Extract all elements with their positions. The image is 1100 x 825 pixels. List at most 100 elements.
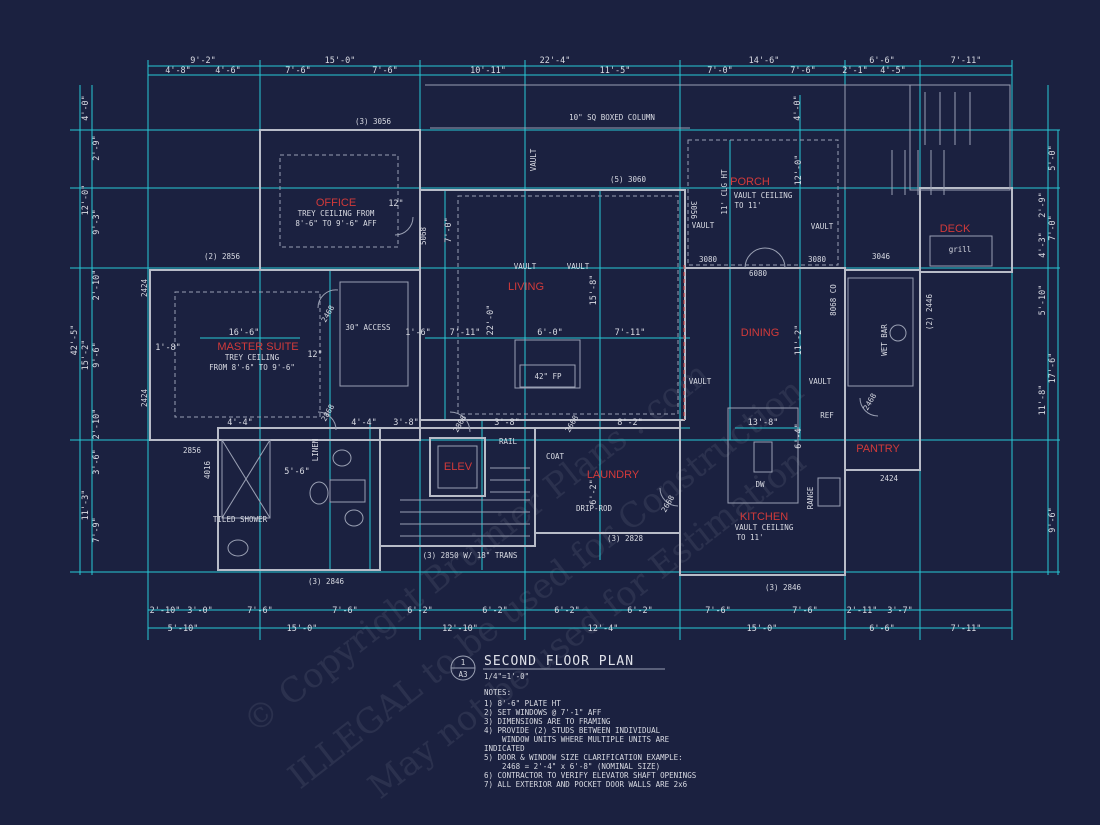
note-line: WINDOW UNITS WHERE MULTIPLE UNITS ARE (484, 735, 670, 744)
dim-interior: 5'-6" (284, 467, 310, 477)
dim-interior: 7'-0" (444, 217, 454, 243)
dim-interior: 16'-6" (229, 328, 260, 338)
sink (753, 441, 773, 473)
window-tag: (2) 2446 (925, 293, 934, 330)
office-note-line2: 8'-6" TO 9'-6" AFF (295, 219, 377, 228)
dim-bottom-1: 2'-11" (847, 606, 878, 616)
dim-right: 5'-10" (1038, 285, 1048, 316)
window-tag: (2) 2856 (204, 252, 241, 261)
dim-top-1: 22'-4" (540, 56, 571, 66)
dim-top-2: 7'-6" (790, 66, 816, 76)
dim-interior: 7'-11" (615, 328, 646, 338)
window-tag: 3056 (689, 201, 698, 220)
dim-top-2: 4'-6" (215, 66, 241, 76)
boxed-column-note: 10" SQ BOXED COLUMN (569, 113, 655, 122)
wet-bar-counter (847, 277, 914, 387)
window-tag: 2868 (451, 413, 468, 434)
access-note: 30" ACCESS (345, 323, 391, 332)
dim-left: 11'-3" (81, 490, 91, 521)
plan-title: SECOND FLOOR PLAN (484, 654, 634, 669)
dim-interior: 8'-2" (617, 418, 643, 428)
dim-interior: 15'-8" (589, 275, 599, 306)
dim-left: 12'-0" (81, 185, 91, 216)
note-line: 4) PROVIDE (2) STUDS BETWEEN INDIVIDUAL (484, 726, 661, 735)
sheet-page: A3 (458, 670, 467, 679)
room-label-dining: DINING (741, 327, 780, 339)
dim-bottom-1: 7'-6" (332, 606, 358, 616)
vault-note: VAULT (692, 221, 715, 230)
dim-bottom-2: 5'-10" (168, 624, 199, 634)
dim-left: 2'-10" (92, 409, 102, 440)
office-note-line1: TREY CEILING FROM (298, 209, 375, 218)
master-note-line1: TREY CEILING (225, 353, 280, 362)
dim-top-1: 6'-6" (869, 56, 895, 66)
dim-top-2: 4'-8" (165, 66, 191, 76)
exterior-stair (909, 84, 1011, 191)
porch-note-line2: TO 11' (734, 201, 761, 210)
dim-interior: 11'-2" (794, 325, 804, 356)
window-tag: 2424 (140, 278, 149, 297)
dimension-text-top: 9'-2" 15'-0" 22'-4" 14'-6" 6'-6" 7'-11" … (165, 56, 981, 76)
dim-bottom-1: 6'-2" (627, 606, 653, 616)
vault-note: VAULT (811, 222, 834, 231)
note-line: 2468 = 2'-4" x 6'-8" (NOMINAL SIZE) (484, 762, 660, 771)
window-tag: 3080 (699, 255, 718, 264)
room-label-pantry: PANTRY (856, 443, 900, 455)
dimension-text-bottom: 2'-10" 3'-0" 7'-6" 7'-6" 6'-2" 6'-2" 6'-… (150, 606, 982, 634)
window-tag: 5068 (419, 226, 428, 245)
window-tag: (3) 2828 (607, 534, 644, 543)
master-suite-walls (149, 269, 421, 441)
dim-bottom-1: 6'-2" (407, 606, 433, 616)
dim-top-2: 7'-0" (707, 66, 733, 76)
dim-interior: 13'-8" (748, 418, 779, 428)
window-tag: (5) 3060 (610, 175, 647, 184)
dim-bottom-2: 15'-0" (287, 624, 318, 634)
pantry-walls (844, 269, 921, 471)
wet-bar-note: WET BAR (880, 324, 889, 356)
co-note: 8068 CO (829, 284, 838, 316)
dim-top-2: 11'-5" (600, 66, 631, 76)
range-cooktop (817, 477, 841, 507)
note-line: 5) DOOR & WINDOW SIZE CLARIFICATION EXAM… (484, 753, 683, 762)
coat-note: COAT (546, 452, 565, 461)
note-line: 7) ALL EXTERIOR AND POCKET DOOR WALLS AR… (484, 780, 688, 789)
dim-bottom-1: 7'-6" (792, 606, 818, 616)
title-block: 1 A3 SECOND FLOOR PLAN 1/4"=1'-0" (450, 654, 665, 681)
dim-interior: 12" (307, 350, 322, 360)
porch-note-line1: VAULT CEILING (734, 191, 793, 200)
range-note: RANGE (806, 486, 815, 509)
dim-right: 9'-6" (1048, 507, 1058, 533)
master-note-line2: FROM 8'-6" TO 9'-6" (209, 363, 295, 372)
dim-interior: 22'-0" (486, 305, 496, 336)
room-notes: TREY CEILING FROM 8'-6" TO 9'-6" AFF TRE… (209, 113, 971, 560)
notes-header: NOTES: (484, 688, 511, 697)
dim-bottom-2: 12'-4" (588, 624, 619, 634)
dimension-text-right: 4'-0" 5'-0" 2'-9" 7'-0" 4'-3" 5'-10" 17'… (793, 95, 1058, 533)
vault-note: VAULT (689, 377, 712, 386)
dimension-text-interior: 16'-6" 1'-8" 1'-6" 7'-11" 6'-0" 7'-11" 2… (155, 155, 804, 505)
dim-top-1: 9'-2" (190, 56, 216, 66)
dim-interior: 12" (388, 199, 403, 209)
dim-right: 11'-8" (1038, 385, 1048, 416)
dim-top-2: 10'-11" (470, 66, 506, 76)
dim-interior: 3'-8" (393, 418, 419, 428)
window-tag: 6080 (749, 269, 768, 278)
dim-left-total: 42'-5" (70, 325, 80, 356)
dim-left: 9'-6" (92, 342, 102, 368)
dim-interior: 1'-6" (405, 328, 431, 338)
room-label-office: OFFICE (316, 197, 356, 209)
room-label-elev: ELEV (444, 461, 473, 473)
window-2850-note: (3) 2850 W/ 18" TRANS (423, 551, 518, 560)
clg-ht-note: 11' CLG HT (720, 169, 729, 215)
dim-bottom-1: 2'-10" (150, 606, 181, 616)
dim-left: 2'-9" (92, 135, 102, 161)
dim-right: 5'-0" (1048, 145, 1058, 171)
deck-walls (919, 187, 1013, 273)
tiled-shower (221, 439, 271, 519)
dim-bottom-1: 7'-6" (247, 606, 273, 616)
dim-right: 4'-0" (793, 95, 803, 121)
window-tag: 4016 (203, 460, 212, 479)
linen-note: LINEN (311, 439, 320, 462)
window-tag: 3080 (808, 255, 827, 264)
window-tag: 2468 (861, 391, 878, 412)
